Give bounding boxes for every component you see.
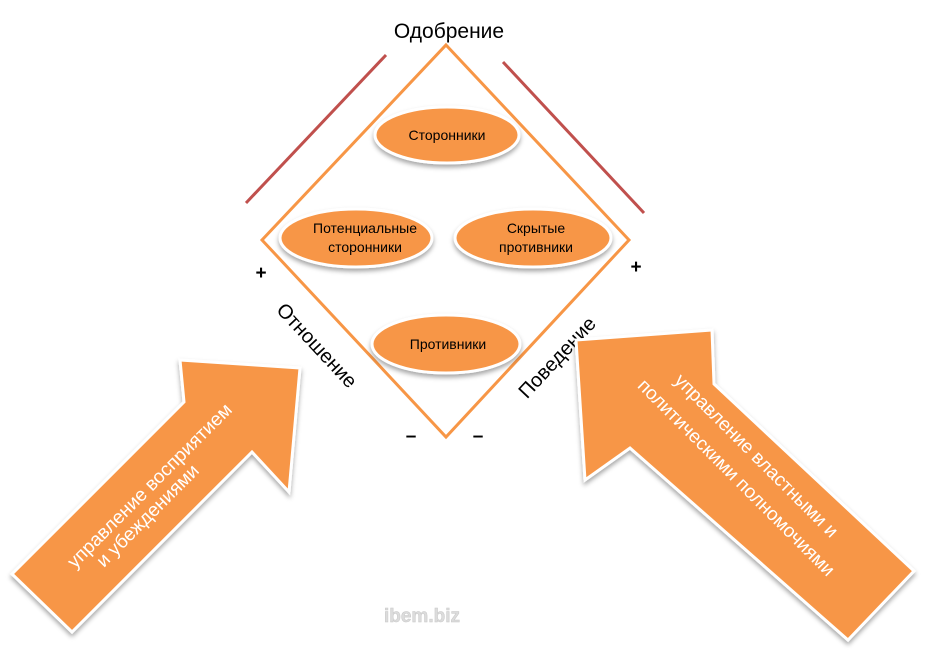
title-approval: Одобрение <box>394 20 504 43</box>
node-potential-supporters-line1: Потенциальные <box>313 220 417 236</box>
minus-right: – <box>473 426 484 447</box>
diamond-frame <box>259 42 632 440</box>
watermark: ibem.biz <box>384 606 460 627</box>
node-hidden-opponents: Скрытые противники <box>453 207 613 269</box>
node-supporters-label: Сторонники <box>409 127 486 143</box>
plus-left: + <box>255 263 266 284</box>
node-potential-supporters: Потенциальные сторонники <box>278 207 434 269</box>
node-supporters: Сторонники <box>373 105 521 165</box>
node-opponents-label: Противники <box>410 336 487 352</box>
red-line-left <box>244 53 388 205</box>
arrow-right: управление властными и политическими пол… <box>574 328 917 643</box>
node-opponents: Противники <box>370 313 522 375</box>
arrow-left: управление восприятием и убеждениями <box>9 358 302 635</box>
plus-right: + <box>630 257 641 278</box>
minus-left: – <box>406 426 417 447</box>
red-line-right <box>501 60 646 215</box>
node-hidden-opponents-line2: противники <box>499 239 573 255</box>
node-hidden-opponents-line1: Скрытые <box>507 220 566 236</box>
node-potential-supporters-line2: сторонники <box>328 239 402 255</box>
